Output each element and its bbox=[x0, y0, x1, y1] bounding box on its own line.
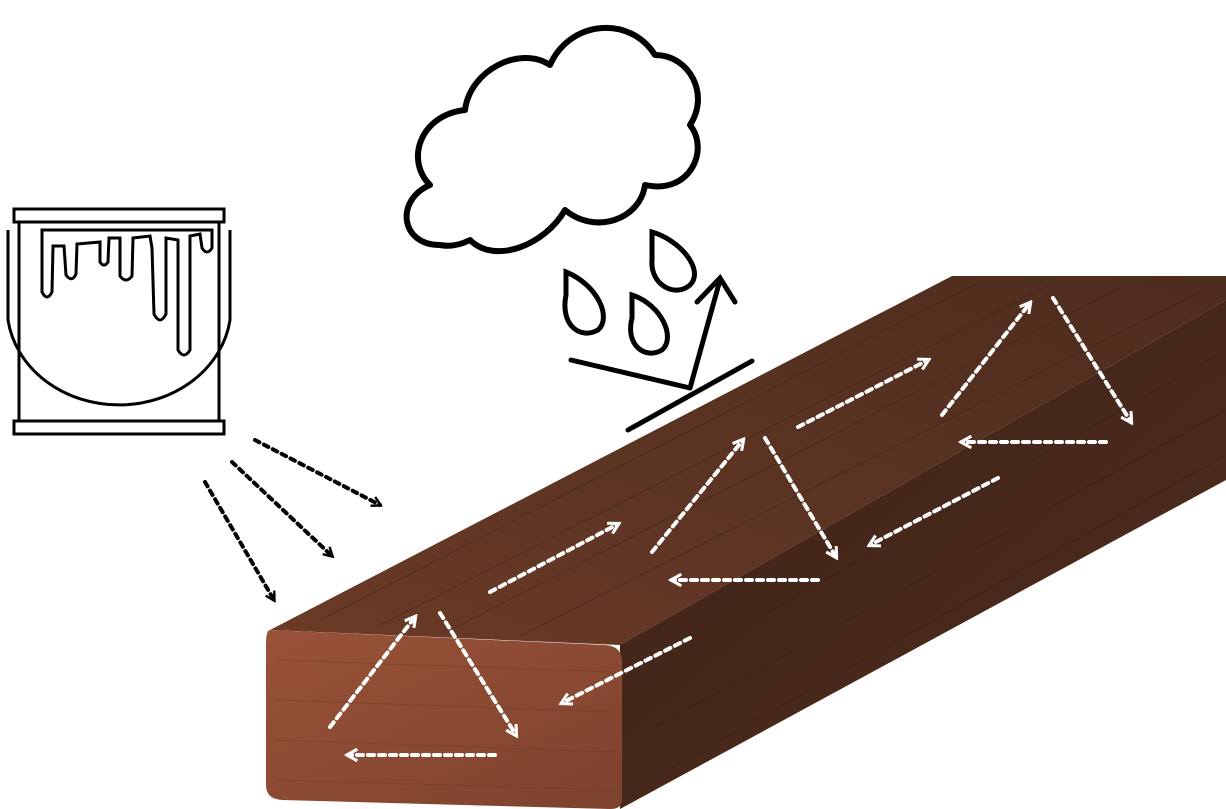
circulation-arrow bbox=[796, 360, 928, 429]
circulation-arrow bbox=[328, 617, 415, 729]
paint-can-icon bbox=[6, 207, 232, 436]
paint-spray-arrows bbox=[203, 438, 380, 600]
wooden-beam bbox=[266, 276, 1226, 809]
circulation-arrow bbox=[650, 440, 743, 554]
circulation-arrow bbox=[488, 524, 618, 594]
water-repel-arrow bbox=[568, 273, 755, 433]
circulation-arrow bbox=[940, 303, 1030, 417]
water-drop-icon bbox=[628, 291, 670, 356]
spray-arrow bbox=[230, 460, 332, 556]
water-drop-icon bbox=[562, 268, 606, 336]
circulation-arrow bbox=[763, 436, 836, 557]
circulation-arrows bbox=[328, 296, 1131, 755]
circulation-arrow bbox=[562, 636, 692, 703]
water-drop-icon bbox=[649, 228, 697, 293]
spray-arrow bbox=[203, 480, 276, 600]
circulation-arrow bbox=[438, 611, 516, 735]
rain-cloud-icon bbox=[403, 24, 701, 255]
water-drops bbox=[562, 228, 697, 356]
spray-arrow bbox=[253, 438, 380, 507]
circulation-arrow bbox=[870, 476, 1000, 545]
circulation-arrow bbox=[1051, 296, 1131, 422]
